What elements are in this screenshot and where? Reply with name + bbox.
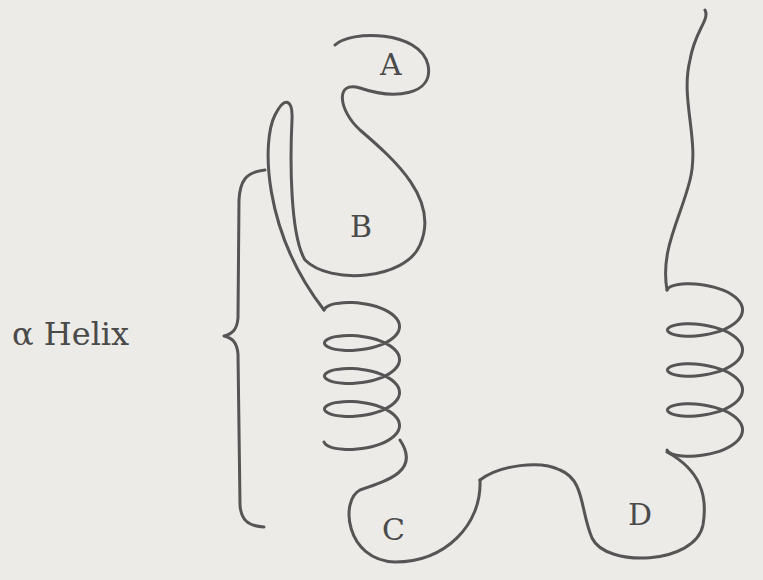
alpha-helix-left: [324, 302, 400, 449]
chain-upper-left: [268, 35, 428, 310]
loop-label: D: [628, 500, 652, 530]
alpha-helix-right: [667, 284, 743, 456]
structure-label: α Helix: [12, 318, 129, 350]
helix-brace: [224, 170, 265, 527]
loop-label: C: [382, 515, 405, 545]
loop-label: A: [380, 50, 402, 80]
chain-top-right: [666, 10, 706, 290]
chain-loop-c: [349, 440, 480, 562]
chain-link-d: [480, 452, 704, 558]
loop-label: B: [350, 212, 372, 242]
